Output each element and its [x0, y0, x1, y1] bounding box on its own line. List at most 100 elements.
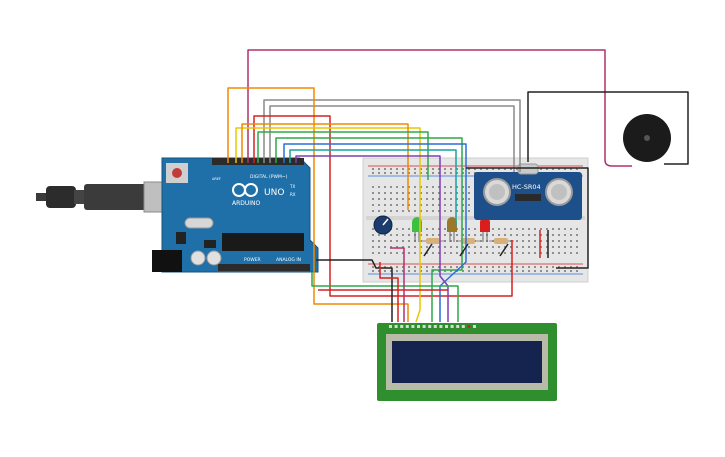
breadboard-hole [438, 198, 440, 200]
breadboard-hole [528, 240, 530, 242]
breadboard-hole [564, 266, 566, 268]
breadboard-hole [408, 240, 410, 242]
breadboard-hole [546, 246, 548, 248]
breadboard-hole [396, 240, 398, 242]
breadboard-hole [480, 234, 482, 236]
breadboard-hole [576, 240, 578, 242]
breadboard-hole [570, 266, 572, 268]
breadboard-hole [552, 228, 554, 230]
breadboard-hole [372, 228, 374, 230]
breadboard-hole [432, 204, 434, 206]
breadboard-hole [534, 240, 536, 242]
breadboard-hole [468, 198, 470, 200]
breadboard-hole [498, 270, 500, 272]
wire-blue [283, 143, 467, 322]
breadboard-hole [456, 186, 458, 188]
breadboard-hole [396, 168, 398, 170]
breadboard-hole [408, 198, 410, 200]
breadboard-hole [372, 246, 374, 248]
breadboard-hole [420, 270, 422, 272]
breadboard-hole [378, 192, 380, 194]
breadboard-hole [492, 266, 494, 268]
breadboard-hole [570, 234, 572, 236]
breadboard-hole [534, 234, 536, 236]
wire-black [527, 91, 689, 165]
breadboard-hole [390, 266, 392, 268]
breadboard-hole [420, 246, 422, 248]
breadboard-hole [462, 168, 464, 170]
breadboard-hole [402, 186, 404, 188]
breadboard-hole [414, 186, 416, 188]
breadboard-hole [468, 210, 470, 212]
rx-label: RX [290, 192, 296, 197]
wire-purple [295, 155, 449, 322]
breadboard-hole [528, 234, 530, 236]
breadboard-hole [558, 252, 560, 254]
lcd-pin [473, 325, 476, 328]
breadboard-hole [462, 204, 464, 206]
breadboard-hole [444, 266, 446, 268]
breadboard-hole [426, 234, 428, 236]
wire-black [466, 167, 589, 269]
breadboard-hole [444, 172, 446, 174]
wire-black [459, 243, 469, 257]
breadboard-hole [402, 204, 404, 206]
breadboard-hole [396, 204, 398, 206]
breadboard-hole [402, 210, 404, 212]
breadboard-hole [444, 210, 446, 212]
breadboard-hole [372, 192, 374, 194]
breadboard-hole [450, 198, 452, 200]
usb-cable [36, 181, 169, 213]
breadboard-hole [516, 240, 518, 242]
breadboard-hole [570, 228, 572, 230]
sensor-label: HC-SR04 [512, 183, 541, 191]
breadboard-hole [420, 252, 422, 254]
breadboard-hole [396, 228, 398, 230]
ultrasonic-sensor: HC-SR04 [474, 163, 582, 220]
breadboard-hole [546, 240, 548, 242]
breadboard-hole [474, 228, 476, 230]
breadboard-hole [486, 246, 488, 248]
breadboard-hole [450, 266, 452, 268]
breadboard-hole [504, 252, 506, 254]
breadboard-hole [546, 168, 548, 170]
potentiometer[interactable] [373, 215, 393, 235]
lcd-pin [394, 325, 398, 328]
arduino-uno-board: ARDUINO UNO DIGITAL (PWM~) POWER ANALOG … [152, 157, 319, 273]
breadboard-hole [552, 270, 554, 272]
breadboard-hole [570, 246, 572, 248]
breadboard-hole [432, 186, 434, 188]
breadboard-hole [516, 234, 518, 236]
breadboard-hole [426, 252, 428, 254]
lcd-pin [389, 325, 392, 328]
reset-button[interactable] [172, 168, 182, 178]
breadboard-hole [516, 266, 518, 268]
breadboard-hole [534, 270, 536, 272]
breadboard-hole [432, 246, 434, 248]
breadboard-hole [420, 204, 422, 206]
breadboard-hole [372, 266, 374, 268]
breadboard-hole [468, 228, 470, 230]
breadboard-hole [480, 266, 482, 268]
breadboard-hole [414, 192, 416, 194]
tx-label: TX [289, 184, 295, 189]
lcd-pin [428, 325, 432, 328]
breadboard-hole [498, 266, 500, 268]
breadboard-hole [558, 270, 560, 272]
lcd-pin [456, 325, 460, 328]
breadboard-hole [552, 240, 554, 242]
breadboard-hole [384, 234, 386, 236]
breadboard-hole [384, 270, 386, 272]
lcd-pin [439, 325, 443, 328]
power-analog-header [218, 264, 310, 271]
breadboard-hole [540, 240, 542, 242]
breadboard-hole [444, 168, 446, 170]
breadboard-hole [468, 270, 470, 272]
breadboard-hole [564, 168, 566, 170]
breadboard-hole [468, 266, 470, 268]
breadboard-hole [456, 252, 458, 254]
breadboard-hole [456, 266, 458, 268]
breadboard-hole [546, 252, 548, 254]
breadboard-hole [462, 192, 464, 194]
breadboard-hole [378, 198, 380, 200]
